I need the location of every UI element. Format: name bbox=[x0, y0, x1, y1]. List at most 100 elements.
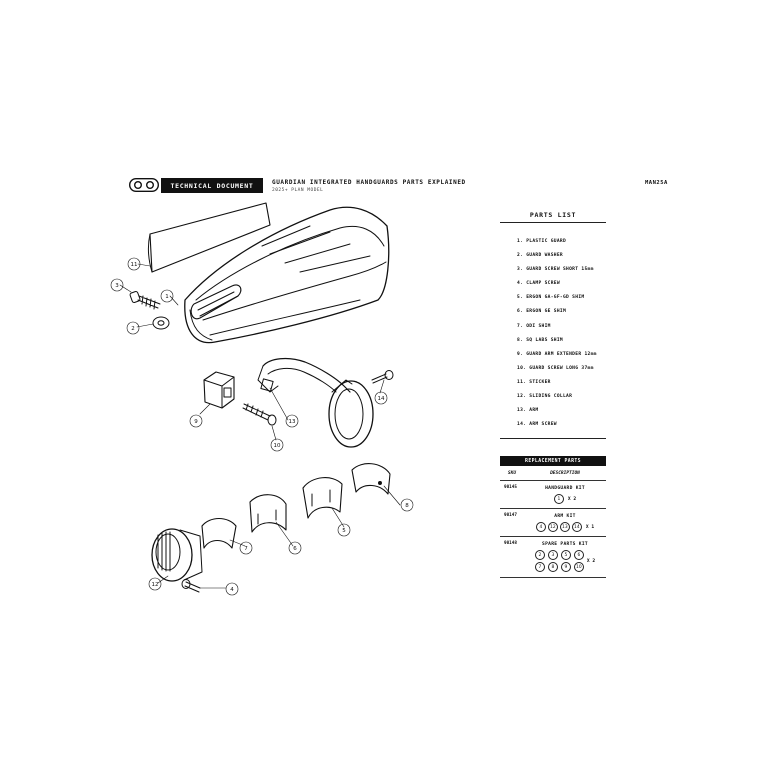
part-number-badge: 9 bbox=[560, 562, 571, 572]
part-number-badge: 2 bbox=[534, 550, 545, 560]
sku-cell: 90145 bbox=[500, 480, 524, 509]
part-number-badge: 8 bbox=[547, 562, 558, 572]
parts-list-item: 8. SQ LABS SHIM bbox=[517, 337, 563, 343]
kit-name: HANDGUARD KIT bbox=[545, 486, 585, 491]
part-number-badge: 5 bbox=[560, 550, 571, 560]
svg-text:10: 10 bbox=[274, 443, 281, 449]
callout-6: 6 bbox=[288, 541, 302, 555]
odi-shim-part bbox=[201, 517, 237, 549]
part-number-badge: 1 bbox=[553, 494, 564, 504]
callout-4: 4 bbox=[225, 582, 239, 596]
sticker-part bbox=[147, 202, 271, 273]
arm-screw-part bbox=[371, 370, 394, 384]
parts-list-item: 11. STICKER bbox=[517, 379, 551, 385]
callout-14: 14 bbox=[374, 391, 388, 405]
document-subtitle: 2025+ PLAN MODEL bbox=[272, 188, 324, 193]
callout-11: 11 bbox=[127, 257, 141, 271]
document-code: MAN25A bbox=[645, 180, 668, 186]
svg-text:8: 8 bbox=[405, 503, 409, 509]
guard-screw-long-part bbox=[242, 403, 277, 426]
svg-text:3: 3 bbox=[115, 283, 119, 289]
part-number-badge: 4 bbox=[535, 522, 546, 532]
column-header-description: DESCRIPTION bbox=[524, 466, 606, 481]
brand-logo-icon bbox=[129, 178, 159, 192]
parts-list: 1. PLASTIC GUARD 2. GUARD WASHER 3. GUAR… bbox=[517, 238, 597, 435]
parts-list-item: 2. GUARD WASHER bbox=[517, 253, 563, 259]
kit-name: ARM KIT bbox=[554, 514, 576, 519]
parts-list-item: 1. PLASTIC GUARD bbox=[517, 239, 567, 244]
svg-text:5: 5 bbox=[342, 528, 346, 534]
sku-cell: 90148 bbox=[500, 536, 524, 578]
arm-part bbox=[257, 357, 374, 448]
callout-10: 10 bbox=[270, 438, 284, 452]
clamp-screw-part bbox=[181, 579, 201, 593]
callout-2: 2 bbox=[126, 321, 140, 335]
parts-list-item: 9. GUARD ARM EXTENDER 12mm bbox=[517, 351, 597, 357]
replacement-parts-heading: REPLACEMENT PARTS bbox=[500, 456, 606, 466]
parts-list-item: 7. ODI SHIM bbox=[517, 323, 551, 329]
sliding-collar-part bbox=[151, 528, 203, 582]
callout-1: 1 bbox=[160, 289, 174, 303]
callout-12: 12 bbox=[148, 577, 162, 591]
description-cell: SPARE PARTS KIT 2 3 5 6 7 8 9 10 X 2 bbox=[524, 536, 606, 578]
svg-text:1: 1 bbox=[165, 294, 169, 300]
column-header-sku: SKU bbox=[500, 466, 524, 481]
guard-arm-extender-part bbox=[203, 371, 235, 409]
part-number-badge: 12 bbox=[547, 522, 558, 532]
svg-text:12: 12 bbox=[152, 582, 159, 588]
svg-text:14: 14 bbox=[378, 396, 385, 402]
table-row: 90145 HANDGUARD KIT 1 X 2 bbox=[500, 480, 606, 509]
svg-text:11: 11 bbox=[131, 262, 138, 268]
svg-text:9: 9 bbox=[194, 419, 198, 425]
table-row: 90147 ARM KIT 4 12 13 14 X 1 bbox=[500, 508, 606, 537]
replacement-parts-table: REPLACEMENT PARTS SKU DESCRIPTION 90145 … bbox=[500, 456, 606, 578]
callout-9: 9 bbox=[189, 414, 203, 428]
ergon-ga-shim-part bbox=[302, 477, 343, 519]
parts-list-item: 5. ERGON GA-GF-GD SHIM bbox=[517, 295, 585, 301]
document-title: GUARDIAN INTEGRATED HANDGUARDS PARTS EXP… bbox=[272, 179, 466, 186]
svg-text:6: 6 bbox=[293, 546, 297, 552]
parts-list-heading: PARTS LIST bbox=[529, 211, 577, 219]
parts-list-item: 14. ARM SCREW bbox=[517, 422, 557, 428]
svg-text:4: 4 bbox=[230, 587, 234, 593]
guard-washer-part bbox=[152, 316, 170, 330]
parts-list-item: 12. SLIDING COLLAR bbox=[517, 394, 573, 400]
kit-parts: 2 3 5 6 7 8 9 10 X 2 bbox=[524, 550, 606, 572]
table-row: 90148 SPARE PARTS KIT 2 3 5 6 7 8 9 10 X… bbox=[500, 536, 606, 578]
parts-list-item: 6. ERGON GE SHIM bbox=[517, 309, 567, 315]
parts-list-item: 4. CLAMP SCREW bbox=[517, 281, 560, 287]
description-cell: HANDGUARD KIT 1 X 2 bbox=[524, 480, 606, 509]
kit-parts: 4 12 13 14 X 1 bbox=[524, 522, 606, 532]
leader-lines bbox=[119, 263, 401, 589]
kit-parts: 1 X 2 bbox=[524, 494, 606, 504]
svg-text:2: 2 bbox=[131, 326, 135, 332]
kit-quantity: X 2 bbox=[586, 558, 596, 564]
part-number-badge: 10 bbox=[573, 562, 584, 572]
callout-13: 13 bbox=[285, 414, 299, 428]
callout-7: 7 bbox=[239, 541, 253, 555]
sku-cell: 90147 bbox=[500, 508, 524, 537]
guard-screw-short-part bbox=[129, 290, 161, 310]
document-type-badge: TECHNICAL DOCUMENT bbox=[161, 178, 263, 193]
kit-quantity: X 2 bbox=[567, 496, 577, 502]
parts-list-item: 13. ARM bbox=[517, 408, 539, 414]
callout-3: 3 bbox=[110, 278, 124, 292]
svg-text:7: 7 bbox=[244, 546, 248, 552]
exploded-parts-diagram: 11 1 3 2 9 10 13 14 8 5 6 7 12 4 bbox=[110, 202, 414, 596]
parts-list-item: 10. GUARD SCREW LONG 37mm bbox=[517, 365, 594, 371]
parts-list-bottom-rule bbox=[500, 438, 606, 439]
parts-list-top-rule bbox=[500, 222, 606, 223]
part-number-badge: 14 bbox=[571, 522, 582, 532]
callout-5: 5 bbox=[337, 523, 351, 537]
kit-name: SPARE PARTS KIT bbox=[542, 542, 588, 547]
part-number-badge: 7 bbox=[534, 562, 545, 572]
ergon-ge-shim-part bbox=[249, 494, 287, 533]
sq-labs-shim-part bbox=[351, 463, 391, 495]
part-number-badge: 13 bbox=[559, 522, 570, 532]
parts-list-item: 3. GUARD SCREW SHORT 15mm bbox=[517, 267, 594, 273]
callout-8: 8 bbox=[400, 498, 414, 512]
kit-quantity: X 1 bbox=[585, 524, 595, 530]
part-number-badge: 6 bbox=[573, 550, 584, 560]
plastic-guard-part bbox=[184, 206, 390, 344]
part-number-badge: 3 bbox=[547, 550, 558, 560]
